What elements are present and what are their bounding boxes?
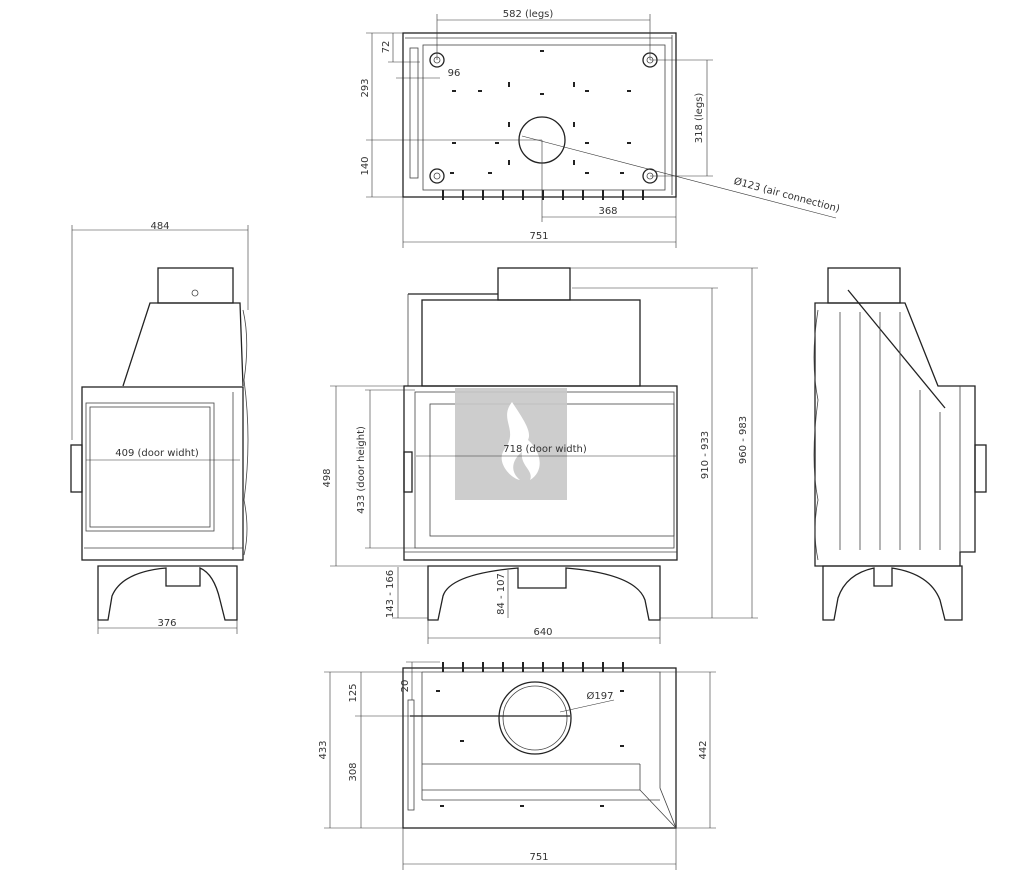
- top-view: 582 (legs) 751 368 96 293 140 72 318 (le…: [360, 9, 841, 248]
- dim-leg-gap-range: 84 - 107: [496, 573, 507, 615]
- door-handle: [70, 444, 83, 493]
- dim-308: 308: [348, 762, 359, 781]
- dim-door-width: 718 (door width): [503, 444, 587, 455]
- dim-legs-depth: 318 (legs): [694, 93, 705, 144]
- dim-door-width-side: 409 (door widht): [115, 448, 199, 459]
- dim-293: 293: [360, 78, 371, 97]
- bottom-view: 751 433 125 308 20 Ø197 442: [318, 661, 716, 870]
- side-view-right: [813, 267, 987, 621]
- flame-logo-icon: [501, 402, 540, 480]
- dim-height-range-2: 960 - 983: [738, 416, 749, 464]
- dim-legs-width-front: 640: [533, 627, 552, 638]
- dim-flue-diameter: Ø197: [587, 690, 614, 702]
- dim-width-bottom: 751: [529, 852, 548, 863]
- dim-legs-width-top: 582 (legs): [503, 9, 554, 20]
- side-view-left: 484 409 (door widht) 376: [70, 221, 249, 634]
- dim-72: 72: [381, 41, 392, 54]
- flue-circle: [498, 681, 572, 755]
- dim-433-bottom: 433: [318, 740, 329, 759]
- dim-140: 140: [360, 156, 371, 175]
- dim-depth-bottom: 442: [698, 740, 709, 759]
- dim-368: 368: [598, 206, 617, 217]
- door-handle-front: [403, 451, 413, 493]
- dim-leg-height-range: 143 - 166: [385, 570, 396, 618]
- dim-width-top: 751: [529, 231, 548, 242]
- top-dimensions: [366, 14, 837, 248]
- brand-watermark: [455, 388, 567, 500]
- dim-20: 20: [400, 680, 411, 693]
- dim-body-height: 498: [322, 468, 333, 487]
- dim-height-range-1: 910 - 933: [700, 431, 711, 479]
- dim-125: 125: [348, 683, 359, 702]
- dim-legs-width-side: 376: [157, 618, 176, 629]
- dim-depth-side: 484: [150, 221, 169, 232]
- front-dimensions: [330, 267, 758, 644]
- bottom-dimensions: [324, 661, 716, 870]
- dim-door-height: 433 (door height): [356, 426, 367, 514]
- dim-96: 96: [448, 68, 461, 79]
- front-view: 498 433 (door height) 718 (door width) 9…: [322, 267, 758, 644]
